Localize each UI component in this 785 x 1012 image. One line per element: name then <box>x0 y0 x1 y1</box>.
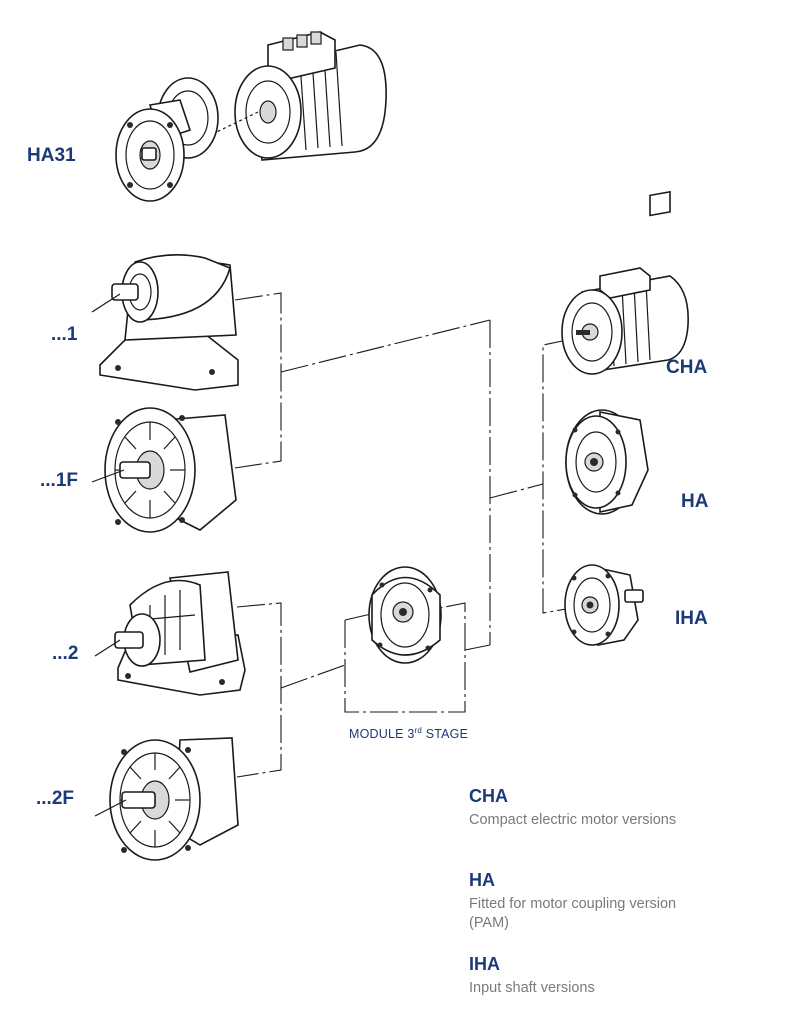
module-third-stage <box>368 566 442 664</box>
label-gear-1f: ...1F <box>40 470 79 491</box>
legend-description: Fitted for motor coupling version (PAM) <box>469 896 677 931</box>
label-cha: CHA <box>666 357 708 378</box>
legend-item-cha: CHA Compact electric motor versions <box>469 786 759 830</box>
legend-item-iha: IHA Input shaft versions <box>469 954 759 998</box>
label-ha: HA <box>681 491 709 512</box>
gear-foot-single <box>91 254 239 391</box>
label-iha: IHA <box>675 608 708 629</box>
ha-flange <box>565 409 649 515</box>
gear-flange-single <box>91 407 237 533</box>
gear-flange-double <box>94 737 239 861</box>
connection-lines <box>234 292 573 778</box>
label-gear-2f: ...2F <box>36 788 75 809</box>
legend-item-ha: HA Fitted for motor coupling version (PA… <box>469 870 759 933</box>
label-ha31: HA31 <box>27 145 76 166</box>
legend-code: CHA <box>469 786 508 806</box>
module-third-stage-label: MODULE 3rd STAGE <box>349 726 469 742</box>
legend-description: Input shaft versions <box>469 980 595 996</box>
label-gear-2: ...2 <box>52 643 79 664</box>
legend-code: HA <box>469 870 495 890</box>
cha-motor <box>561 190 689 375</box>
legend-code: IHA <box>469 954 500 974</box>
gear-foot-double <box>94 571 246 696</box>
label-gear-1: ...1 <box>51 324 78 345</box>
legend-description: Compact electric motor versions <box>469 812 677 828</box>
ha31-assembly <box>115 31 387 202</box>
iha-input-shaft <box>564 564 644 646</box>
